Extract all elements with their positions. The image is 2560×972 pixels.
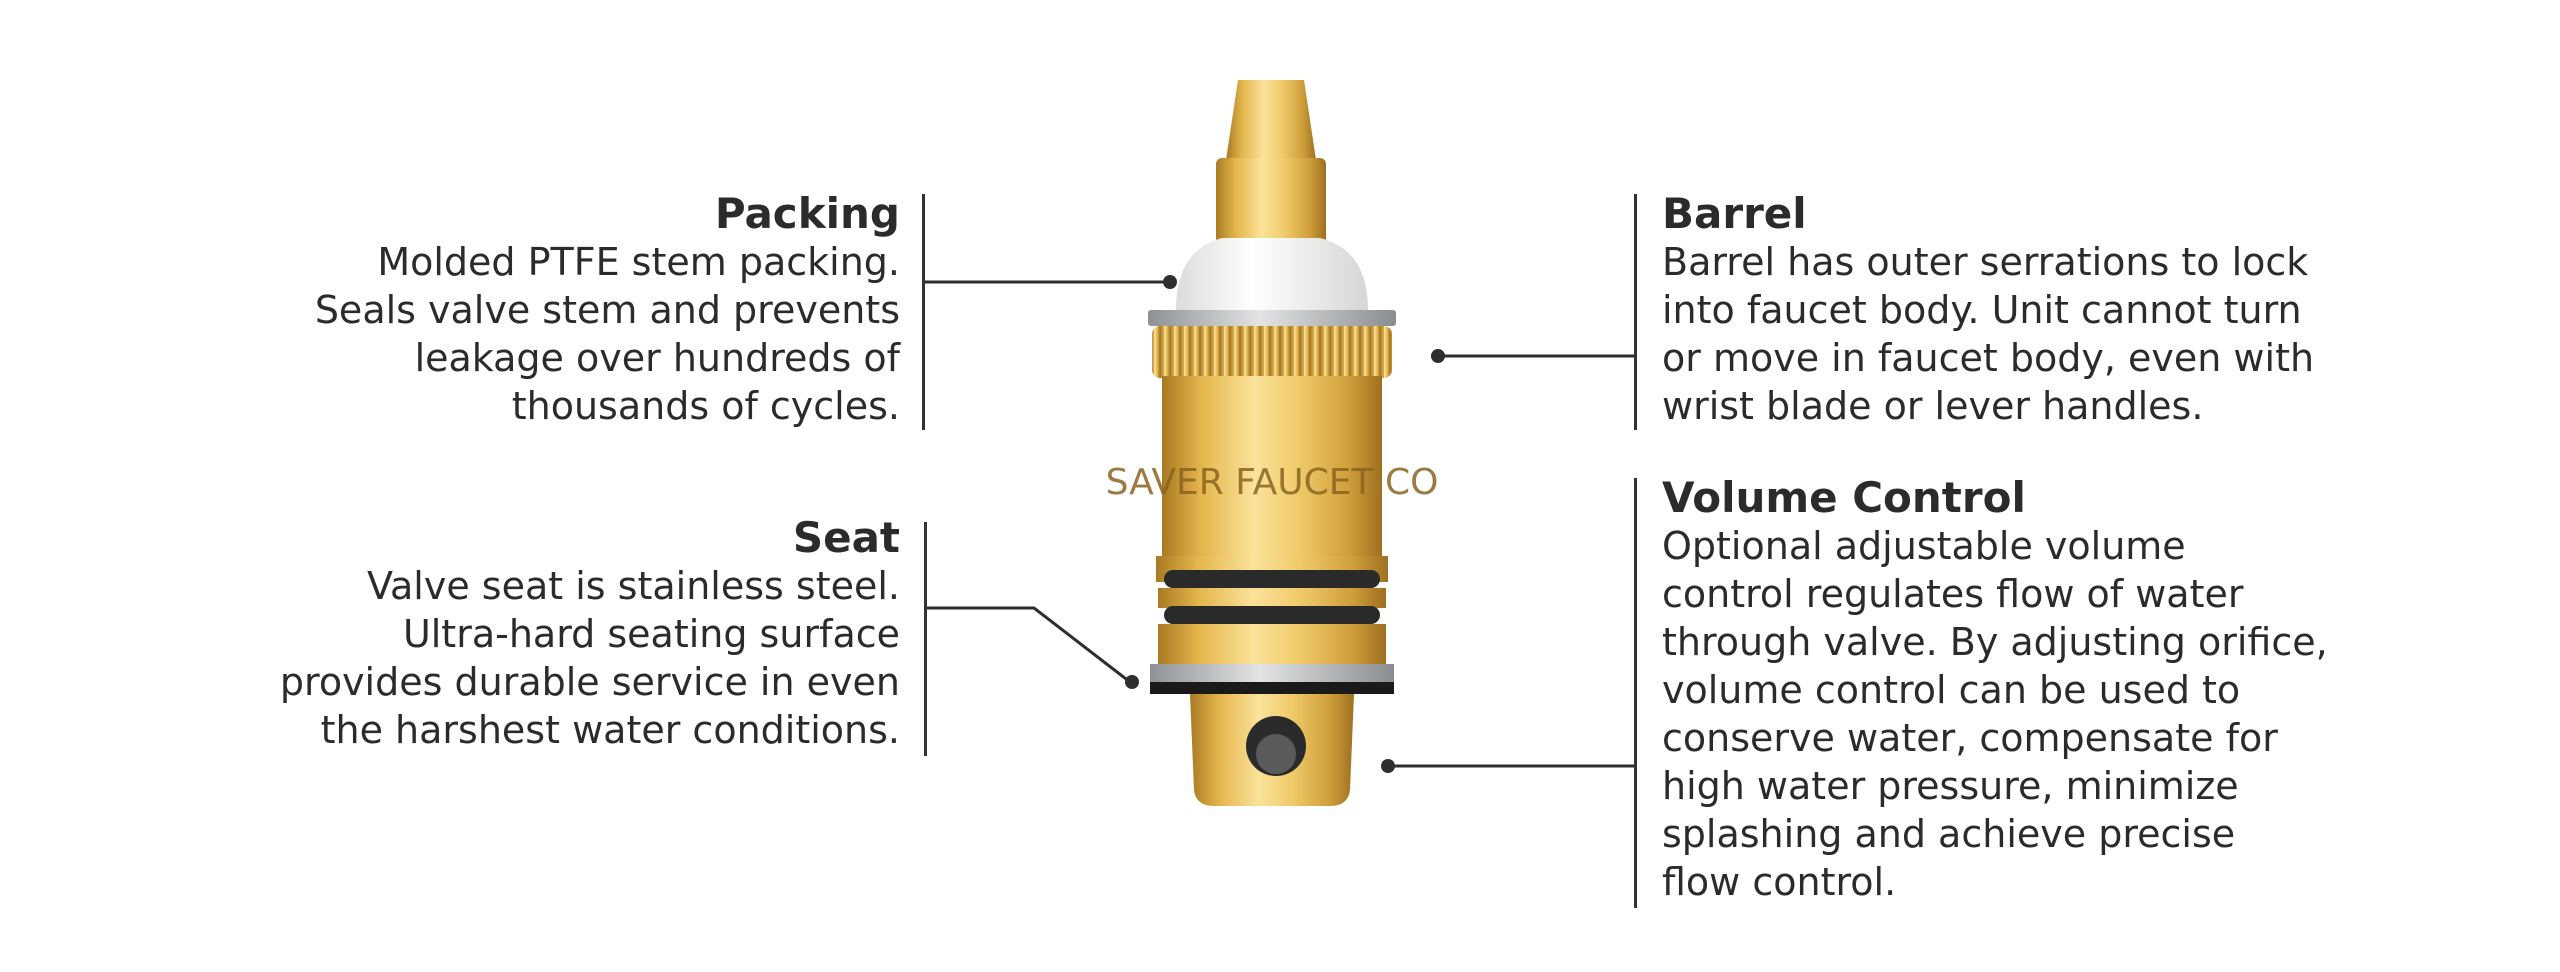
- seat-line-4: the harshest water conditions.: [320, 708, 900, 752]
- volume-control-title: Volume Control: [1662, 473, 2026, 522]
- volume-control-line-7: splashing and achieve precise: [1662, 812, 2236, 856]
- seat-bar: [924, 522, 927, 756]
- seat-title: Seat: [792, 513, 900, 562]
- seat-line-3: provides durable service in even: [279, 660, 900, 704]
- volume-control-line-6: high water pressure, minimize: [1662, 764, 2239, 808]
- volume-control-nozzle: [1190, 694, 1354, 806]
- barrel-line-3: or move in faucet body, even with: [1662, 336, 2315, 380]
- barrel-line-4: wrist blade or lever handles.: [1662, 384, 2204, 428]
- seat-callout: Seat Valve seat is stainless steel. Ultr…: [200, 514, 900, 754]
- packing-callout: Packing Molded PTFE stem packing. Seals …: [200, 190, 900, 430]
- barrel-line-1: Barrel has outer serrations to lock: [1662, 240, 2309, 284]
- volume-control-line-2: control regulates flow of water: [1662, 572, 2244, 616]
- seat-leader-dot: [1125, 675, 1139, 689]
- packing-bar: [922, 194, 925, 430]
- volume-control-line-8: flow control.: [1662, 860, 1897, 904]
- volume-control-callout: Volume Control Optional adjustable volum…: [1662, 474, 2422, 906]
- engraving-text: SAVER FAUCET CO: [1106, 462, 1439, 503]
- valve-stem: [1216, 80, 1326, 246]
- barrel-serrations: [1152, 326, 1392, 378]
- seat-line-1: Valve seat is stainless steel.: [366, 564, 900, 608]
- steel-washer: [1148, 310, 1396, 326]
- seat-line-2: Ultra-hard seating surface: [402, 612, 900, 656]
- barrel-callout: Barrel Barrel has outer serrations to lo…: [1662, 190, 2422, 430]
- barrel-line-2: into faucet body. Unit cannot turn: [1662, 288, 2302, 332]
- barrel-bar: [1634, 194, 1637, 430]
- seat-leader: [926, 606, 1131, 684]
- packing-line-3: leakage over hundreds of: [414, 336, 900, 380]
- packing-line-1: Molded PTFE stem packing.: [377, 240, 900, 284]
- volume-control-bar: [1634, 478, 1637, 908]
- ptfe-packing: [1176, 238, 1368, 310]
- packing-line-2: Seals valve stem and prevents: [314, 288, 900, 332]
- packing-title: Packing: [714, 189, 900, 238]
- volume-control-line-5: conserve water, compensate for: [1662, 716, 2278, 760]
- volume-control-line-1: Optional adjustable volume: [1662, 524, 2186, 568]
- stainless-seat: [1150, 664, 1394, 682]
- barrel-leader-dot: [1431, 349, 1445, 363]
- volume-control-leader-dot: [1381, 759, 1395, 773]
- flow-slots: [1156, 556, 1388, 664]
- packing-line-4: thousands of cycles.: [511, 384, 900, 428]
- barrel-title: Barrel: [1662, 189, 1807, 238]
- volume-control-line-4: volume control can be used to: [1662, 668, 2241, 712]
- volume-control-line-3: through valve. By adjusting orifice,: [1662, 620, 2328, 664]
- packing-leader-dot: [1163, 275, 1177, 289]
- barrel-body: SAVER FAUCET CO: [1106, 376, 1439, 556]
- leader-lines: [924, 280, 1636, 768]
